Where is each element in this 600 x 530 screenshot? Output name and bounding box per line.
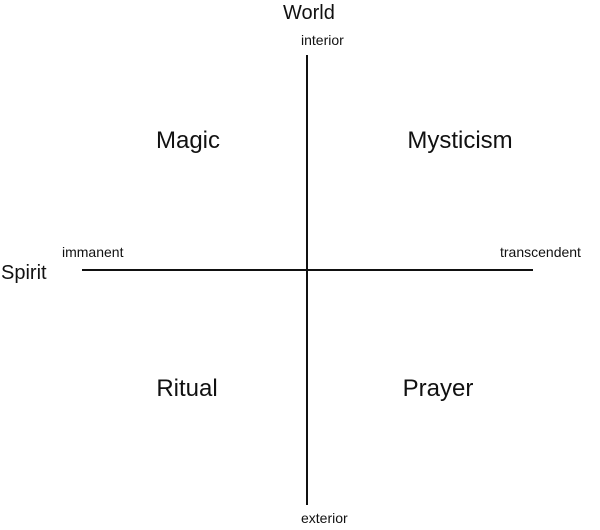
quadrant-magic: Magic — [155, 127, 221, 154]
quadrant-prayer: Prayer — [402, 375, 474, 402]
quadrant-ritual: Ritual — [156, 375, 218, 402]
interior-label: interior — [301, 32, 344, 48]
transcendent-label: transcendent — [500, 244, 581, 260]
immanent-label: immanent — [62, 244, 124, 260]
quadrant-mysticism: Mysticism — [407, 127, 513, 154]
spirit-axis-label: Spirit — [1, 262, 47, 284]
exterior-label: exterior — [301, 510, 348, 526]
world-axis-label: World — [283, 2, 335, 24]
